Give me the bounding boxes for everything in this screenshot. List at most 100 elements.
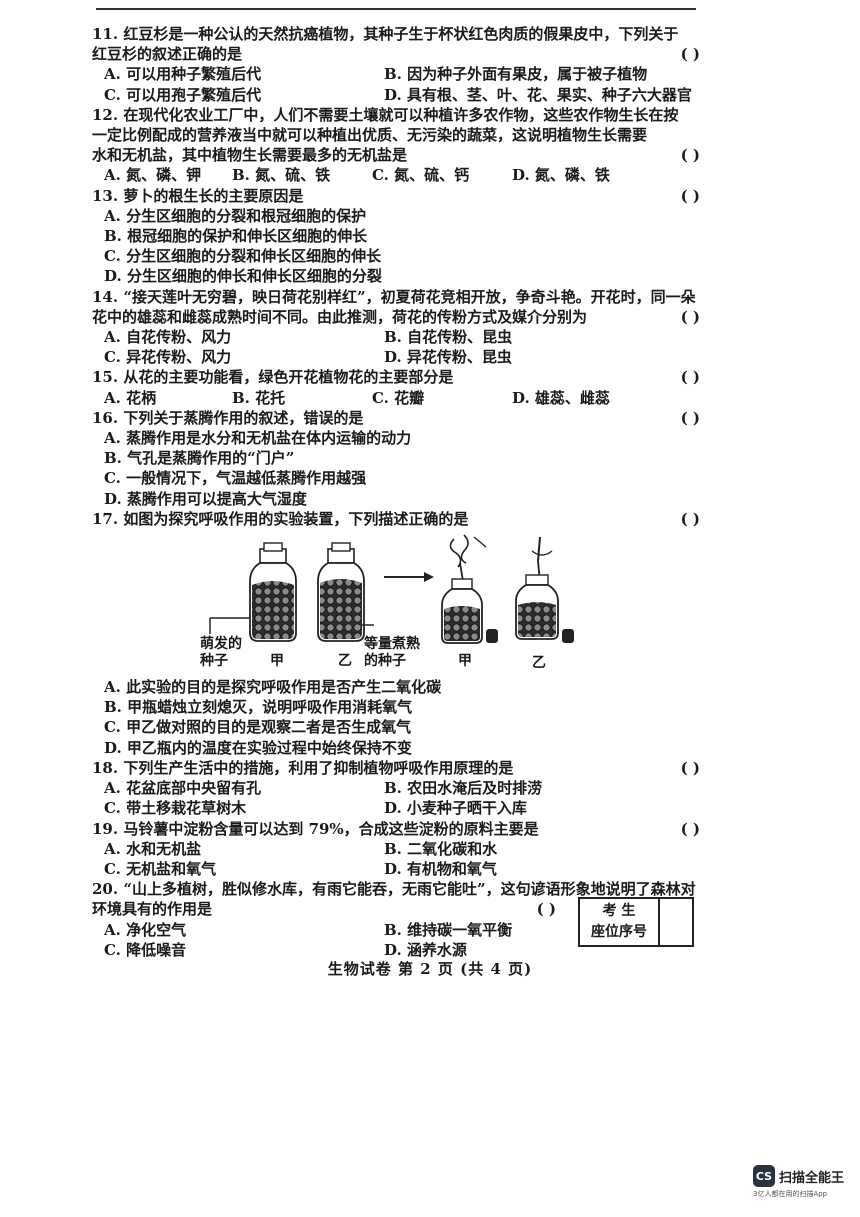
- seat-label-line-1: 考 生: [602, 903, 636, 919]
- answer-paren: ( ): [680, 186, 700, 205]
- option-c: C. 分生区细胞的分裂和伸长区细胞的伸长: [104, 247, 382, 266]
- question-14: 14. “接天莲叶无穷碧，映日荷花别样红”，初夏荷花竞相开放，争奇斗艳。开花时，…: [92, 287, 702, 368]
- label-jia: 甲: [270, 653, 284, 670]
- question-stem: 13. 萝卜的根生长的主要原因是( ): [92, 186, 700, 205]
- question-13: 13. 萝卜的根生长的主要原因是( ) A. 分生区细胞的分裂和根冠细胞的保护 …: [92, 186, 702, 287]
- label-seed: 种子: [200, 653, 228, 670]
- option-d: D. 异花传粉、昆虫: [384, 348, 512, 367]
- question-19: 19. 马铃薯中淀粉含量可以达到 79%，合成这些淀粉的原料主要是( ) A. …: [92, 819, 702, 880]
- question-stem: 环境具有的作用是( ): [92, 900, 556, 919]
- label-boiled-seed: 的种子: [364, 653, 406, 670]
- label-boiled: 等量煮熟: [364, 636, 420, 653]
- option-d: D. 小麦种子晒干入库: [384, 799, 527, 818]
- option-b: B. 氮、硫、铁: [232, 166, 331, 185]
- option-d: D. 甲乙瓶内的温度在实验过程中始终保持不变: [104, 738, 412, 757]
- options: A. 自花传粉、风力 B. 自花传粉、昆虫 C. 异花传粉、风力 D. 异花传粉…: [92, 327, 702, 367]
- answer-paren: ( ): [680, 758, 700, 777]
- scanner-watermark: CS 扫描全能王 3亿人都在用的扫描App: [752, 1165, 844, 1199]
- question-stem: 12. 在现代化农业工厂中，人们不需要土壤就可以种植许多农作物，这些农作物生长在…: [92, 105, 679, 124]
- option-b: B. 根冠细胞的保护和伸长区细胞的伸长: [104, 227, 368, 246]
- experiment-figure: 萌发的 种子 甲 乙 等量煮熟 的种子 甲 乙: [92, 533, 702, 673]
- label-yi: 乙: [338, 653, 352, 670]
- question-20: 20. “山上多植树，胜似修水库，有雨它能吞，无雨它能吐”，这句谚语形象地说明了…: [92, 879, 702, 960]
- option-d: D. 蒸腾作用可以提高大气湿度: [104, 489, 307, 508]
- option-b: B. 气孔是蒸腾作用的“门户”: [104, 449, 295, 468]
- question-16: 16. 下列关于蒸腾作用的叙述，错误的是( ) A. 蒸腾作用是水分和无机盐在体…: [92, 408, 702, 509]
- option-a: A. 蒸腾作用是水分和无机盐在体内运输的动力: [104, 429, 412, 448]
- options: A. 花盆底部中央留有孔 B. 农田水淹后及时排涝 C. 带土移栽花草树木 D.…: [92, 778, 702, 818]
- question-stem: 20. “山上多植树，胜似修水库，有雨它能吞，无雨它能吐”，这句谚语形象地说明了…: [92, 880, 696, 899]
- scanner-tagline: 3亿人都在用的扫描App: [752, 1190, 828, 1198]
- option-a: A. 自花传粉、风力: [104, 328, 232, 347]
- question-15: 15. 从花的主要功能看，绿色开花植物花的主要部分是( ) A. 花柄 B. 花…: [92, 367, 702, 407]
- option-c: C. 一般情况下，气温越低蒸腾作用越强: [104, 469, 367, 488]
- arrow-right-icon: [384, 572, 434, 583]
- option-c: C. 带土移栽花草树木: [104, 799, 247, 818]
- bottle-jia-candle-icon: [441, 534, 498, 644]
- answer-paren: ( ): [680, 509, 700, 528]
- option-a: A. 氮、磷、钾: [104, 166, 202, 185]
- bottle-yi-candle-icon: [515, 536, 574, 644]
- seat-number-blank: [660, 899, 692, 945]
- answer-paren: ( ): [536, 900, 556, 919]
- option-b: B. 维持碳一氧平衡: [384, 920, 513, 939]
- seat-number-box: 考 生 座位序号: [578, 897, 694, 947]
- question-stem: 14. “接天莲叶无穷碧，映日荷花别样红”，初夏荷花竞相开放，争奇斗艳。开花时，…: [92, 287, 696, 306]
- question-12: 12. 在现代化农业工厂中，人们不需要土壤就可以种植许多农作物，这些农作物生长在…: [92, 105, 702, 186]
- question-stem: 花中的雄蕊和雌蕊成熟时间不同。由此推测，荷花的传粉方式及媒介分别为( ): [92, 307, 700, 326]
- answer-paren: ( ): [680, 819, 700, 838]
- option-c: C. 甲乙做对照的目的是观察二者是否生成氧气: [104, 718, 412, 737]
- scanner-app-name: 扫描全能王: [778, 1170, 844, 1186]
- question-stem: 水和无机盐，其中植物生长需要最多的无机盐是( ): [92, 146, 700, 165]
- options: A. 花柄 B. 花托 C. 花瓣 D. 雄蕊、雌蕊: [92, 388, 702, 408]
- question-18: 18. 下列生产生活中的措施，利用了抑制植物呼吸作用原理的是( ) A. 花盆底…: [92, 758, 702, 819]
- option-b: B. 自花传粉、昆虫: [384, 328, 513, 347]
- option-b: B. 二氧化碳和水: [384, 839, 498, 858]
- scanner-logo-icon: CS: [752, 1165, 775, 1187]
- option-d: D. 氮、磷、铁: [512, 166, 610, 185]
- option-c: C. 无机盐和氧气: [104, 859, 217, 878]
- question-stem: 19. 马铃薯中淀粉含量可以达到 79%，合成这些淀粉的原料主要是( ): [92, 819, 700, 838]
- option-a: A. 净化空气: [104, 920, 187, 939]
- top-rule: [96, 8, 696, 10]
- answer-paren: ( ): [680, 368, 700, 387]
- options: A. 氮、磷、钾 B. 氮、硫、铁 C. 氮、硫、钙 D. 氮、磷、铁: [92, 165, 702, 185]
- options: A. 净化空气 B. 维持碳一氧平衡 C. 降低噪音 D. 涵养水源: [92, 920, 702, 960]
- options: A. 可以用种子繁殖后代 B. 因为种子外面有果皮，属于被子植物 C. 可以用孢…: [92, 64, 702, 104]
- option-a: A. 花柄: [104, 388, 157, 407]
- option-a: A. 水和无机盐: [104, 839, 202, 858]
- seat-number-label: 考 生 座位序号: [580, 899, 660, 945]
- page-footer: 生物试卷 第 2 页 (共 4 页): [327, 960, 533, 978]
- option-d: D. 分生区细胞的伸长和伸长区细胞的分裂: [104, 267, 382, 286]
- option-a: A. 花盆底部中央留有孔: [104, 779, 262, 798]
- option-d: D. 涵养水源: [384, 940, 467, 959]
- option-a: A. 可以用种子繁殖后代: [104, 65, 262, 84]
- option-b: B. 甲瓶蜡烛立刻熄灭，说明呼吸作用消耗氧气: [104, 698, 413, 717]
- option-c: C. 可以用孢子繁殖后代: [104, 85, 262, 104]
- question-stem: 18. 下列生产生活中的措施，利用了抑制植物呼吸作用原理的是( ): [92, 758, 700, 777]
- label-yi-2: 乙: [532, 655, 546, 672]
- seat-label-line-2: 座位序号: [591, 924, 647, 940]
- question-stem: 红豆杉的叙述正确的是( ): [92, 45, 700, 64]
- options: A. 水和无机盐 B. 二氧化碳和水 C. 无机盐和氧气 D. 有机物和氧气: [92, 839, 702, 879]
- option-c: C. 异花传粉、风力: [104, 348, 232, 367]
- question-stem: 15. 从花的主要功能看，绿色开花植物花的主要部分是( ): [92, 368, 700, 387]
- option-c: C. 花瓣: [372, 388, 425, 407]
- question-stem: 11. 红豆杉是一种公认的天然抗癌植物，其种子生于杯状红色肉质的假果皮中，下列关…: [92, 25, 679, 43]
- question-17: 17. 如图为探究呼吸作用的实验装置，下列描述正确的是( ): [92, 509, 702, 758]
- option-a: A. 分生区细胞的分裂和根冠细胞的保护: [104, 206, 367, 225]
- option-b: B. 农田水淹后及时排涝: [384, 779, 543, 798]
- option-d: D. 有机物和氧气: [384, 859, 497, 878]
- answer-paren: ( ): [680, 408, 700, 427]
- question-stem: 16. 下列关于蒸腾作用的叙述，错误的是( ): [92, 408, 700, 427]
- bottle-yi-icon: [317, 542, 365, 642]
- answer-paren: ( ): [680, 307, 700, 326]
- exam-page: 11. 红豆杉是一种公认的天然抗癌植物，其种子生于杯状红色肉质的假果皮中，下列关…: [92, 24, 702, 960]
- question-11: 11. 红豆杉是一种公认的天然抗癌植物，其种子生于杯状红色肉质的假果皮中，下列关…: [92, 24, 702, 105]
- option-d: D. 雄蕊、雌蕊: [512, 388, 610, 407]
- question-stem: 一定比例配成的营养液当中就可以种植出优质、无污染的蔬菜，这说明植物生长需要: [92, 126, 648, 145]
- bottle-jia-icon: [249, 542, 297, 642]
- experiment-diagram: [209, 534, 574, 644]
- option-d: D. 具有根、茎、叶、花、果实、种子六大器官: [384, 85, 692, 104]
- label-jia-2: 甲: [458, 653, 472, 670]
